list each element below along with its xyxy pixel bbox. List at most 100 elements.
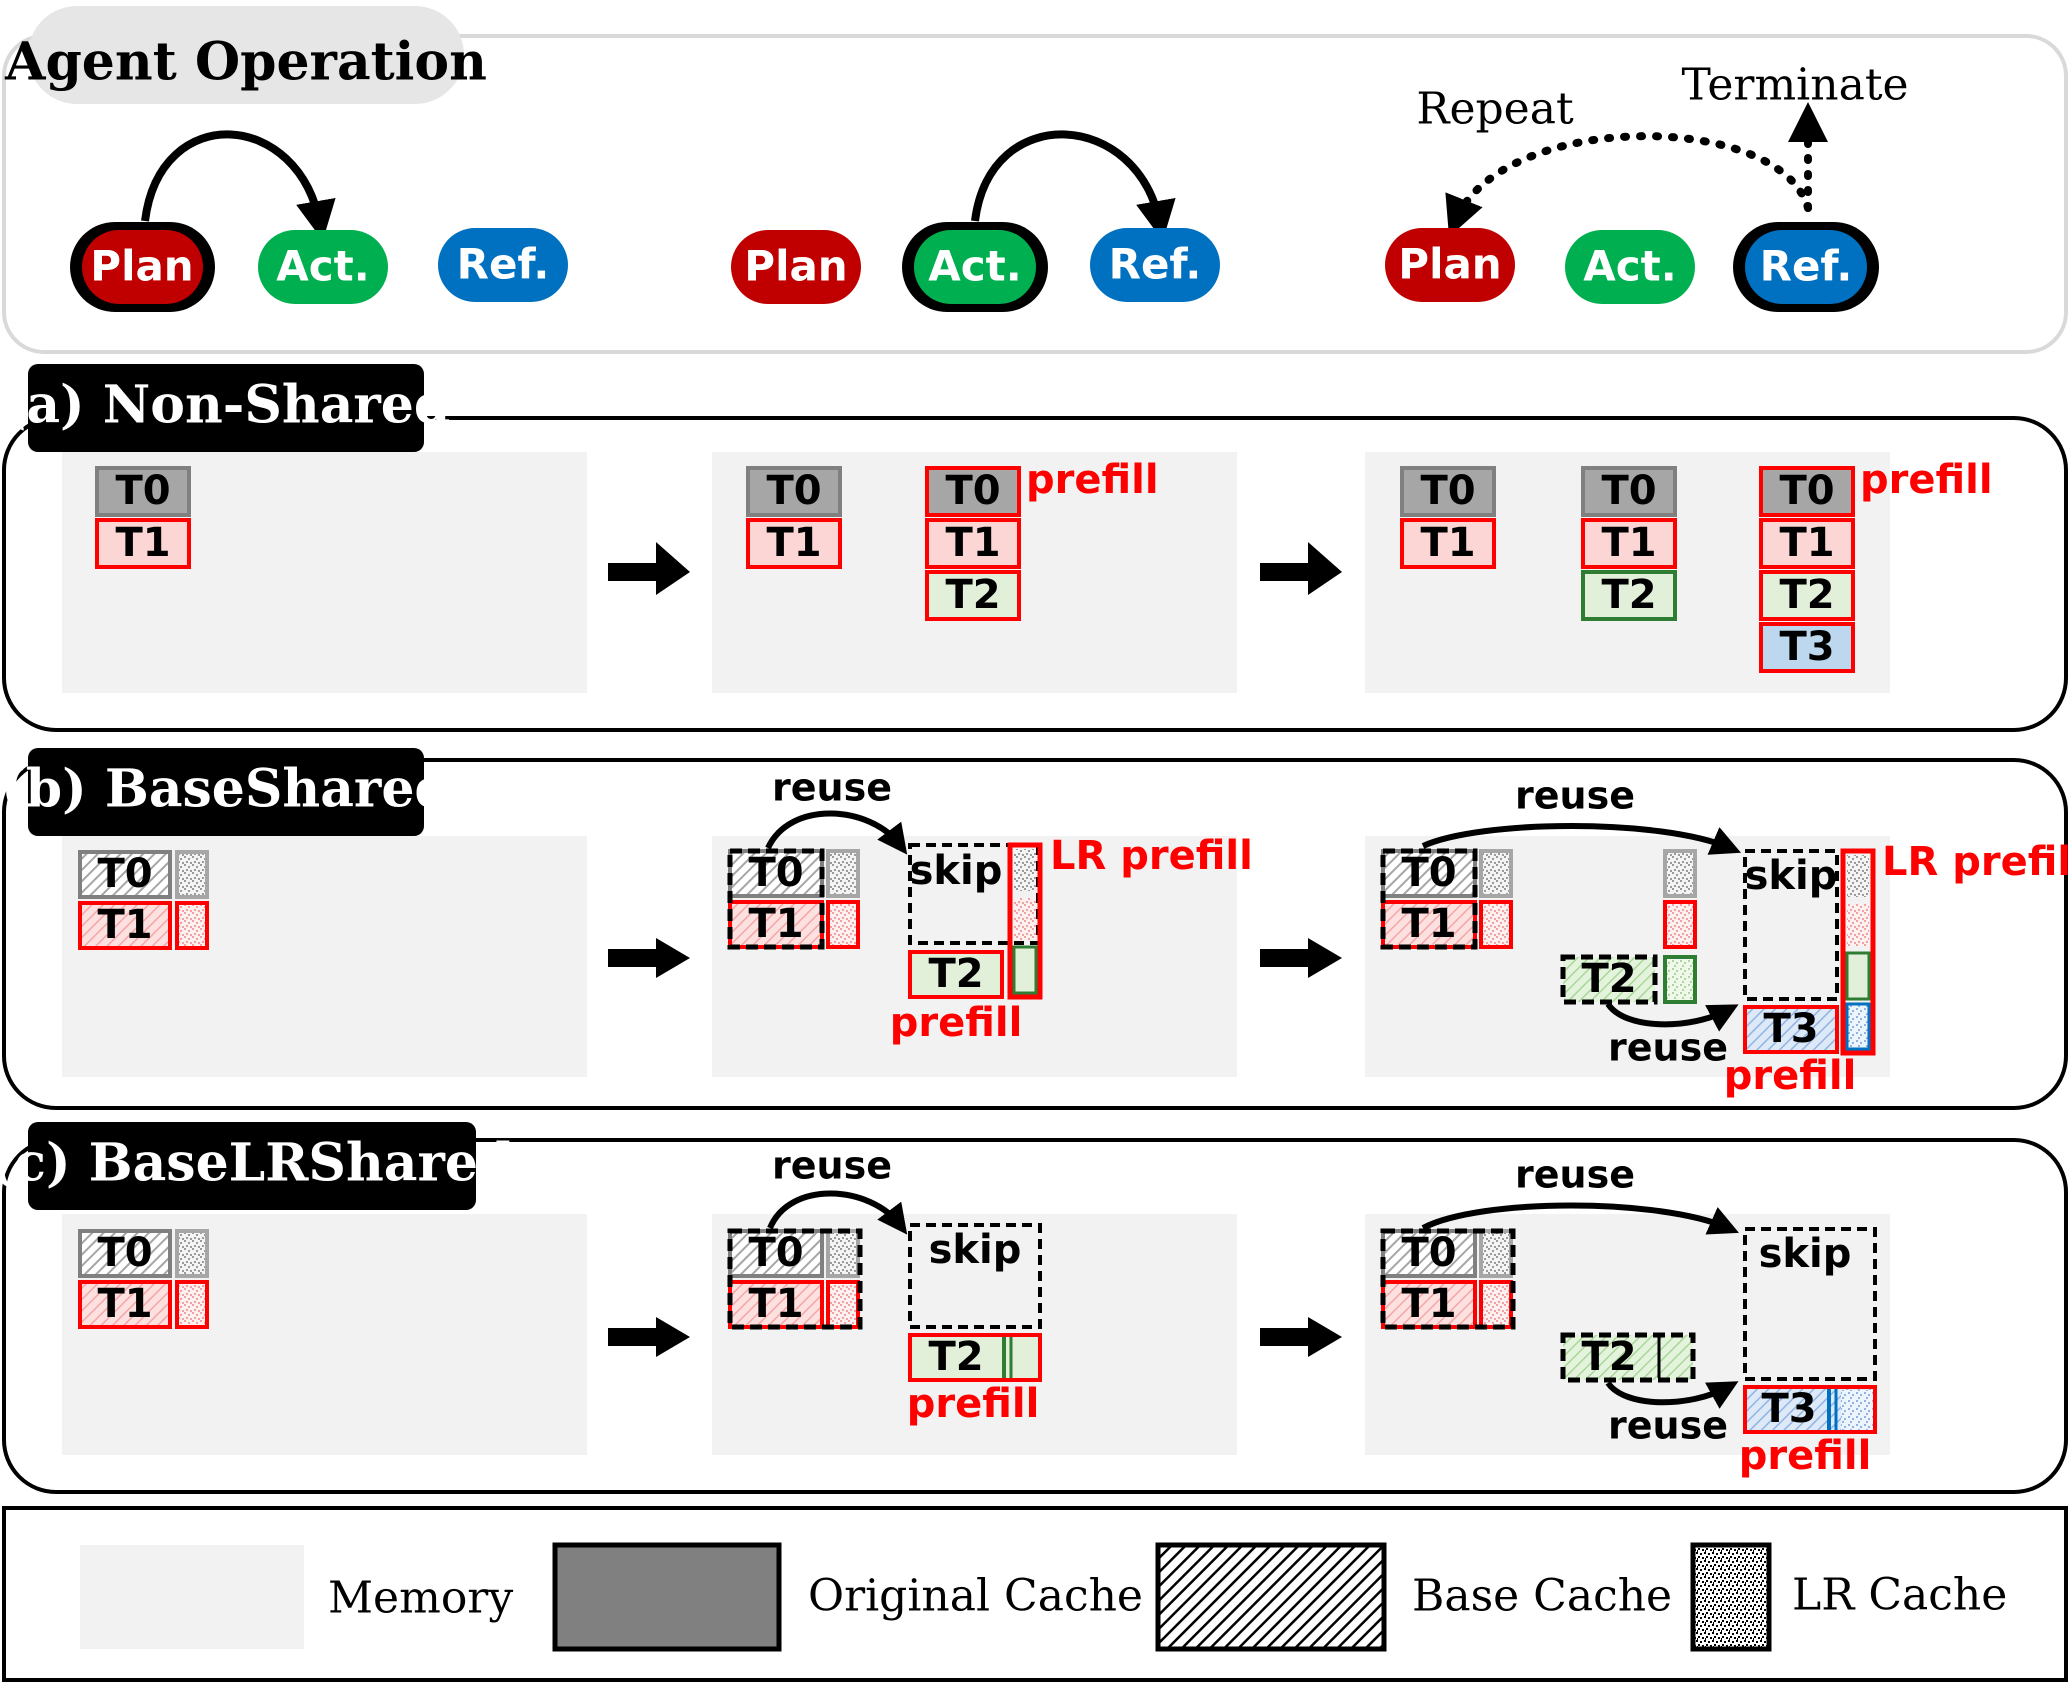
- t0-original-cache: [1400, 466, 1496, 517]
- t0-lr-cache: [826, 849, 860, 898]
- act-label: Act.: [928, 242, 1021, 291]
- t0-label: T0: [1420, 468, 1475, 514]
- t1-lr-cache: [1663, 900, 1697, 949]
- prefill-label: prefill: [1724, 1053, 1857, 1099]
- t3-label: T3: [1779, 624, 1834, 670]
- plan-label: Plan: [1398, 240, 1501, 289]
- skip-region: [1743, 1227, 1877, 1381]
- agent-operation-title-tab: [28, 6, 464, 104]
- t0-lr-cache: [1479, 849, 1513, 898]
- prefill-label: prefill: [1739, 1433, 1872, 1479]
- t0-lr-cache: [1847, 855, 1869, 897]
- skip-label: skip: [910, 848, 1003, 894]
- t1-label: T1: [1420, 520, 1475, 566]
- t1-lr-cache: [826, 900, 860, 949]
- t2-label: T2: [945, 572, 1000, 618]
- t0-lr-cache: [1479, 1229, 1513, 1278]
- plan-node: [82, 230, 203, 304]
- skip-region: [1743, 849, 1839, 1001]
- panel-a-title: (a) Non-Shared: [2, 375, 451, 436]
- t3-base-cache: [1743, 1005, 1839, 1054]
- plan-node: [731, 230, 861, 304]
- skip-region: [908, 1223, 1042, 1329]
- t1-base-cache: [78, 1280, 172, 1329]
- panel-base-lr-shared: (c) BaseLRShared T0 T1 T0 T1 reuse skip …: [0, 1122, 2068, 1494]
- reuse-label: reuse: [772, 766, 892, 810]
- t3-lr-cache: [1845, 1002, 1871, 1051]
- act-to-ref-arrow: [971, 130, 1176, 241]
- legend-memory-swatch: [80, 1545, 304, 1649]
- t1-lr-cache: [1847, 904, 1869, 946]
- panel-c-title-tab: [28, 1122, 476, 1210]
- act-node: [1565, 230, 1695, 304]
- panel-base-shared: (b) BaseShared T0 T1 T0 T1 reuse skip T2: [1, 748, 2071, 1110]
- t1-label: T1: [748, 901, 803, 947]
- step-arrows: [608, 542, 1342, 595]
- legend-base-swatch: [1155, 1542, 1387, 1652]
- t2-base-cache: [1560, 1332, 1696, 1383]
- t1-lr-cache: [1479, 1280, 1513, 1329]
- t1-label: T1: [115, 520, 170, 566]
- reuse-label: reuse: [1515, 774, 1635, 818]
- t1-label: T1: [1601, 520, 1656, 566]
- panel-b-title: (b) BaseShared: [1, 759, 451, 820]
- t2-base-cache: [908, 950, 1004, 999]
- step-arrow-head: [1308, 1317, 1342, 1357]
- reuse-arrow: [767, 1190, 908, 1235]
- step-arrow-head: [656, 938, 690, 978]
- t0-original-cache: [95, 466, 191, 517]
- t1-lr-cache: [826, 1280, 860, 1329]
- act-node: [914, 230, 1036, 304]
- t0-label: T0: [1601, 468, 1656, 514]
- reuse-arrow: [1421, 823, 1742, 855]
- step-arrow-head: [656, 542, 690, 595]
- reuse-label: reuse: [772, 1144, 892, 1188]
- t1-original-cache: [746, 518, 842, 569]
- ref-node: [1090, 228, 1220, 302]
- reuse-arrow: [765, 810, 908, 855]
- reused-block-outline: [1380, 848, 1478, 950]
- t2-label: T2: [1601, 572, 1656, 618]
- t2-label: T2: [1581, 1334, 1636, 1380]
- plan-label: Plan: [744, 242, 847, 291]
- t1-prefill-cache: [1759, 518, 1855, 569]
- op-group-plan-to-act: Plan Act. Ref.: [70, 130, 568, 312]
- t2-prefill-cache: [908, 1333, 1042, 1382]
- legend: Memory Original Cache Base Cache LR Cach…: [2, 1506, 2068, 1682]
- reused-block-outline: [727, 1228, 863, 1330]
- t0-label: T0: [115, 468, 170, 514]
- t0-label: T0: [97, 851, 152, 897]
- t0-base-cache: [78, 850, 172, 899]
- skip-label: skip: [1759, 1231, 1852, 1277]
- plan-to-act-arrow: [141, 130, 336, 241]
- t0-label: T0: [1401, 1230, 1456, 1276]
- t2-label: T2: [1779, 572, 1834, 618]
- op-group-act-to-ref: Plan Act. Ref.: [731, 130, 1220, 312]
- ref-label: Ref.: [1760, 242, 1853, 291]
- t0-lr-cache: [1663, 849, 1697, 898]
- act-label: Act.: [1583, 242, 1676, 291]
- legend-lr-label: LR Cache: [1792, 1570, 2007, 1621]
- t0-lr-cache: [175, 850, 209, 899]
- ref-node: [1745, 230, 1867, 304]
- prefill-label: prefill: [1026, 457, 1159, 503]
- step-arrow-head: [656, 1317, 690, 1357]
- t0-lr-cache: [1014, 849, 1036, 891]
- plan-label: Plan: [90, 242, 193, 291]
- t0-label: T0: [748, 850, 803, 896]
- t2-original-cache: [1581, 570, 1677, 621]
- panel-non-shared: (a) Non-Shared T0 T1 T0 T1 T0 T1 T2 pref…: [2, 364, 2068, 732]
- skip-label: skip: [929, 1227, 1022, 1273]
- t1-lr-cache: [175, 1280, 209, 1329]
- t1-original-cache: [1400, 518, 1496, 569]
- t1-prefill-cache: [925, 518, 1021, 569]
- t2-prefill-cache: [1759, 570, 1855, 621]
- t0-original-cache: [746, 466, 842, 517]
- t1-label: T1: [1779, 520, 1834, 566]
- t0-label: T0: [945, 468, 1000, 514]
- t1-base-cache: [1381, 900, 1477, 949]
- t1-label: T1: [1401, 1281, 1456, 1327]
- t1-label: T1: [748, 1281, 803, 1327]
- t2-prefill-cache: [925, 570, 1021, 621]
- t2-lr-cache: [1012, 945, 1038, 995]
